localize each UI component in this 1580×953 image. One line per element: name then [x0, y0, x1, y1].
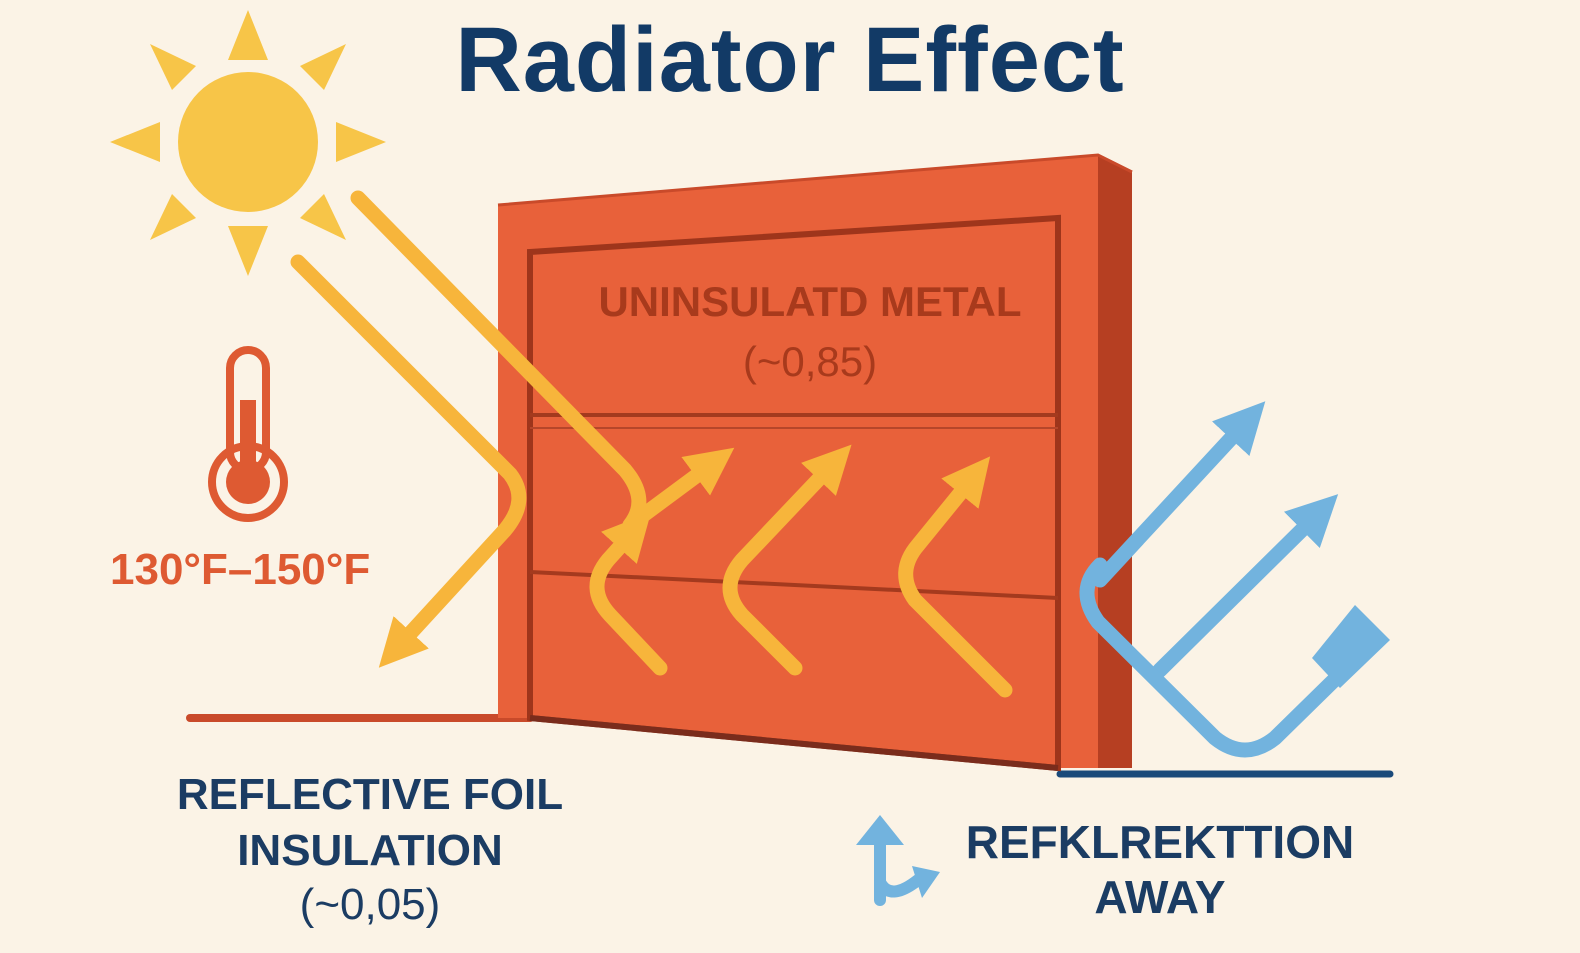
temperature-range-label: 130°F–150°F: [110, 545, 371, 594]
incoming-ray-1: [290, 254, 527, 668]
thermometer-icon: [208, 346, 288, 522]
reflect-away-icon: [856, 815, 940, 906]
reflected-arrows: [1079, 401, 1390, 758]
reflection-label-line1: REFKLREKTTION: [965, 816, 1355, 868]
reflection-label-line2: AWAY: [1094, 871, 1226, 923]
sun-icon: [110, 10, 386, 276]
heat-wave-1: [589, 512, 668, 676]
heat-arrows: [290, 190, 1013, 698]
foil-emissivity: (~0,05): [299, 880, 441, 929]
heat-wave-2: [722, 444, 852, 676]
metal-panel: [497, 153, 1133, 772]
ground-lines: [186, 714, 1394, 778]
heat-wave-3: [898, 456, 1013, 698]
panel-emissivity: (~0,85): [742, 338, 878, 385]
page-title: Radiator Effect: [455, 9, 1125, 111]
reflect-ray-2: [1152, 494, 1339, 678]
reflect-u-arrow: [1079, 557, 1383, 758]
reflect-ray-1: [1092, 401, 1266, 588]
foil-label-line2: INSULATION: [237, 826, 503, 875]
foil-label-line1: REFLECTIVE FOIL: [176, 770, 564, 819]
panel-label: UNINSULATD METAL: [598, 278, 1022, 325]
